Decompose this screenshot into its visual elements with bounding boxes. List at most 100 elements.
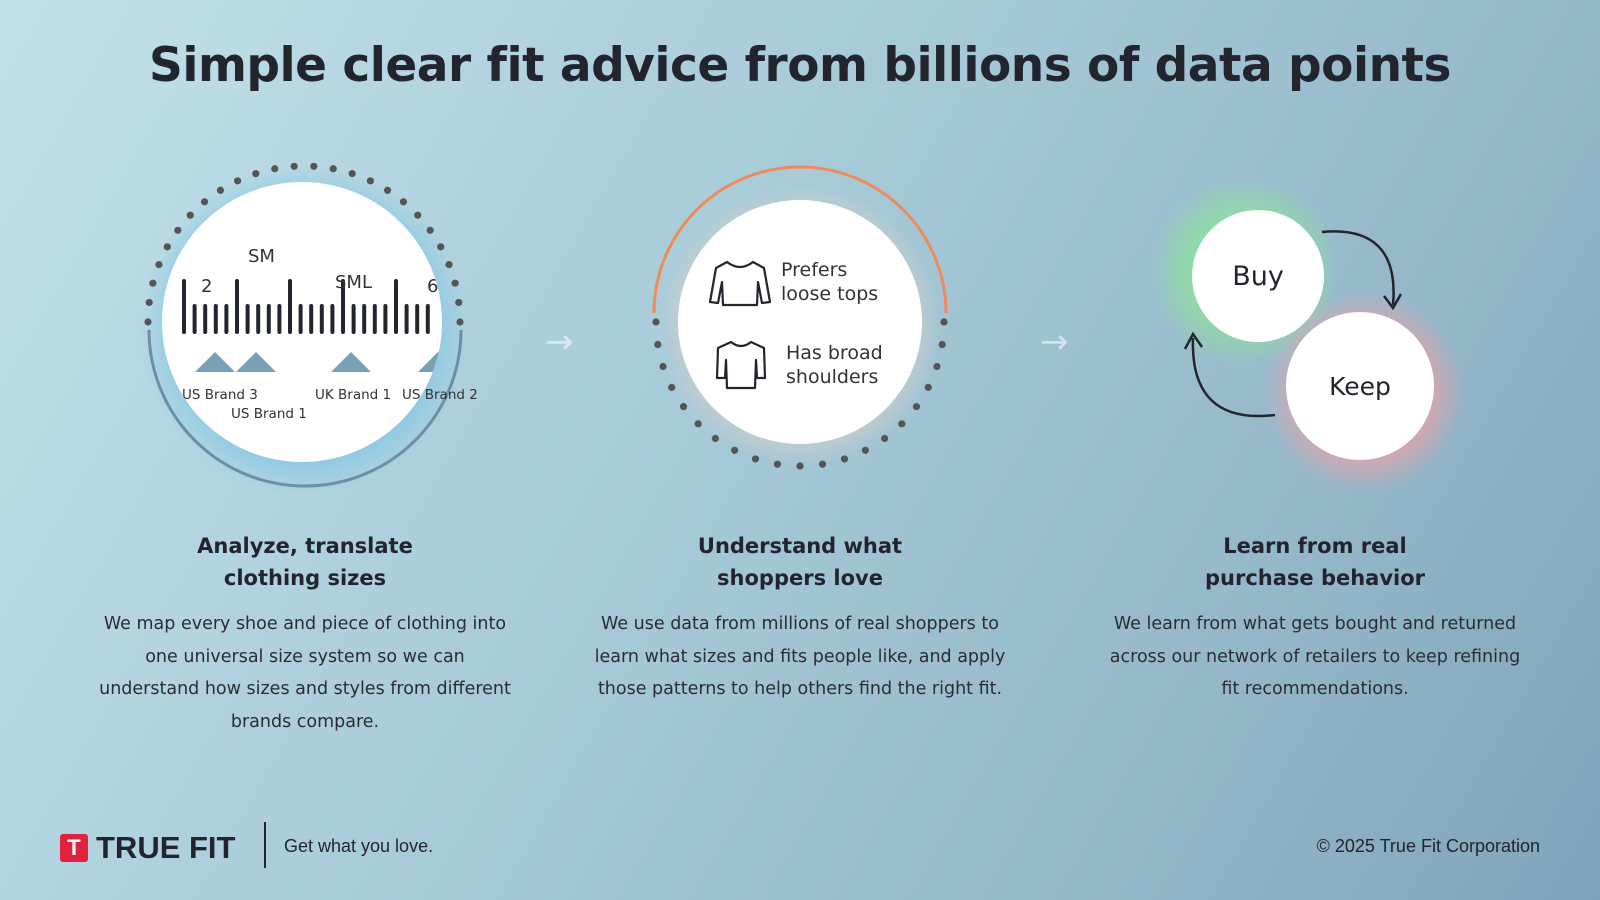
dot — [144, 318, 152, 326]
buy-keep-cycle-illustration: Buy Keep — [1150, 177, 1465, 492]
trait-text: Has broad — [786, 342, 883, 364]
dot — [186, 211, 194, 219]
dot — [145, 298, 153, 307]
trait-text: Prefers — [781, 259, 847, 281]
dot — [898, 420, 906, 428]
dot — [310, 162, 318, 170]
dot — [445, 260, 453, 269]
brand-label: UK Brand 1 — [315, 387, 391, 403]
scale-tick — [277, 304, 282, 334]
dot — [455, 298, 463, 307]
brand-name: TRUE FIT — [96, 830, 236, 865]
dot — [329, 165, 337, 173]
dot — [456, 318, 464, 326]
scale-tick — [192, 304, 197, 334]
dot — [366, 177, 375, 185]
scale-tick — [425, 304, 430, 334]
dot — [155, 260, 163, 269]
copyright: © 2025 True Fit Corporation — [1316, 836, 1540, 856]
dot — [679, 403, 688, 411]
trait-text: loose tops — [781, 283, 878, 305]
dot — [694, 420, 702, 428]
scale-tick — [415, 304, 420, 334]
dot — [796, 462, 804, 470]
dot — [924, 383, 932, 391]
arrow-right-icon: → — [1040, 322, 1069, 362]
scale-tick — [182, 279, 186, 334]
dot — [654, 340, 662, 349]
dot — [348, 170, 356, 178]
dot — [414, 211, 422, 219]
dot — [940, 318, 948, 326]
step-heading: Understand what shoppers love — [697, 534, 903, 590]
scale-tick — [213, 304, 218, 334]
dot — [751, 455, 760, 463]
dot — [149, 279, 157, 287]
footer-divider — [264, 822, 266, 868]
dot — [652, 318, 660, 326]
dot — [731, 446, 739, 454]
scale-tick — [394, 279, 398, 334]
size-label: 6 — [427, 276, 438, 297]
dot — [174, 226, 182, 234]
scale-tick — [362, 304, 367, 334]
dot — [426, 226, 434, 234]
size-label: SM — [248, 246, 275, 267]
step-learn: Learn from real purchase behavior We lea… — [1105, 530, 1525, 706]
page-title: Simple clear fit advice from billions of… — [148, 38, 1452, 93]
loose-top-icon — [708, 260, 772, 307]
tagline: Get what you love. — [284, 836, 434, 856]
dot — [163, 243, 171, 251]
scale-tick — [298, 304, 303, 334]
arrow-right-icon: → — [545, 322, 574, 362]
dot — [933, 362, 941, 371]
dot — [861, 446, 869, 454]
step-description: We use data from millions of real shoppe… — [594, 614, 1006, 699]
scale-tick — [383, 304, 388, 334]
dot — [216, 186, 225, 194]
dot — [399, 198, 408, 206]
step-heading: Learn from real purchase behavior — [1204, 534, 1426, 590]
dot — [290, 162, 298, 170]
step-understand: Understand what shoppers love We use dat… — [590, 530, 1010, 706]
dot — [840, 455, 849, 463]
dot — [383, 186, 392, 194]
dot — [200, 198, 209, 206]
logo-mark: T — [60, 834, 88, 862]
scale-tick — [372, 304, 377, 334]
step-description: We map every shoe and piece of clothing … — [99, 614, 511, 732]
scale-tick — [319, 304, 324, 334]
dot — [233, 177, 242, 185]
scale-tick — [235, 279, 239, 334]
brand-label: US Brand 3 — [182, 387, 258, 403]
dot — [773, 460, 782, 468]
scale-tick — [266, 304, 271, 334]
dot — [668, 383, 676, 391]
scale-tick — [351, 304, 356, 334]
dot — [711, 434, 719, 443]
size-label: 2 — [201, 276, 212, 297]
brand-label: US Brand 1 — [231, 406, 307, 422]
dot — [437, 243, 445, 251]
keep-label: Keep — [1329, 372, 1391, 401]
brand-label: US Brand 2 — [402, 387, 478, 403]
scale-tick — [309, 304, 314, 334]
dot — [659, 362, 667, 371]
size-label: SML — [335, 272, 372, 293]
true-fit-logo: T TRUE FIT — [60, 830, 236, 866]
fitted-top-icon — [715, 340, 767, 390]
dot — [252, 170, 260, 178]
dot — [938, 340, 946, 349]
step-analyze: Analyze, translate clothing sizes We map… — [95, 530, 515, 738]
scale-tick — [256, 304, 261, 334]
shopper-preferences-illustration: Prefers loose tops Has broad shoulders — [652, 165, 948, 470]
dot — [881, 434, 889, 443]
scale-tick — [288, 279, 292, 334]
trait-text: shoulders — [786, 366, 878, 388]
scale-tick — [224, 304, 229, 334]
dot — [818, 460, 827, 468]
step-description: We learn from what gets bought and retur… — [1109, 614, 1521, 699]
dot — [271, 165, 279, 173]
dot — [912, 403, 921, 411]
